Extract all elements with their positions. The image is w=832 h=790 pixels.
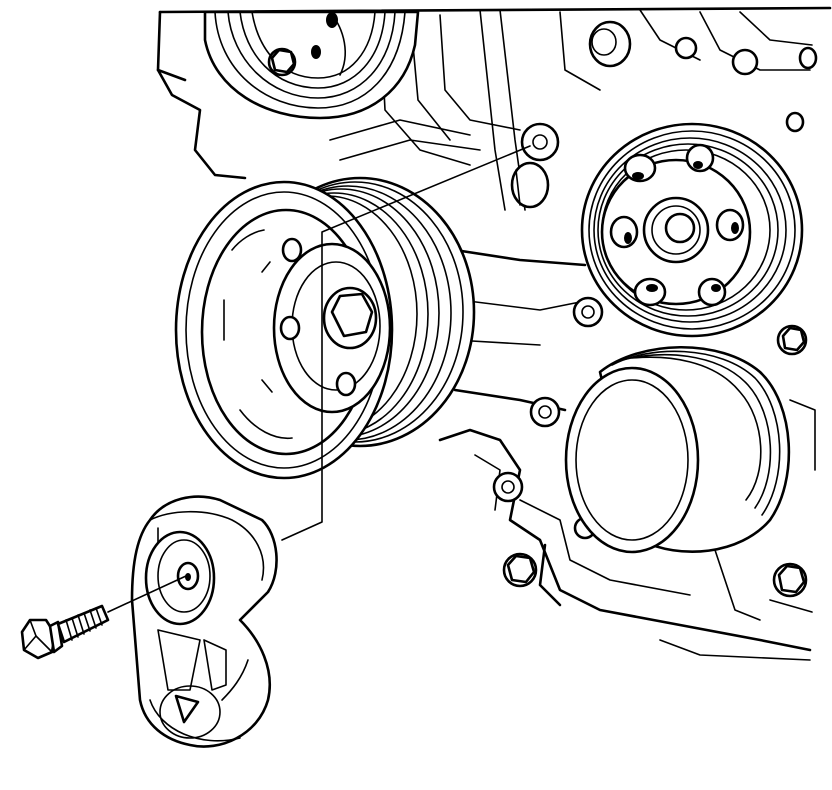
assembly-leader-lines bbox=[107, 145, 531, 613]
water-pump-pulley bbox=[580, 122, 804, 338]
upper-left-pulley bbox=[203, 10, 420, 120]
crankshaft-balancer-pulley bbox=[174, 176, 476, 480]
tensioner-bolt bbox=[20, 604, 110, 660]
lower-right-idler-pulley bbox=[564, 345, 791, 554]
engine-front-cover bbox=[156, 6, 832, 661]
drive-belt-tensioner bbox=[130, 495, 278, 748]
